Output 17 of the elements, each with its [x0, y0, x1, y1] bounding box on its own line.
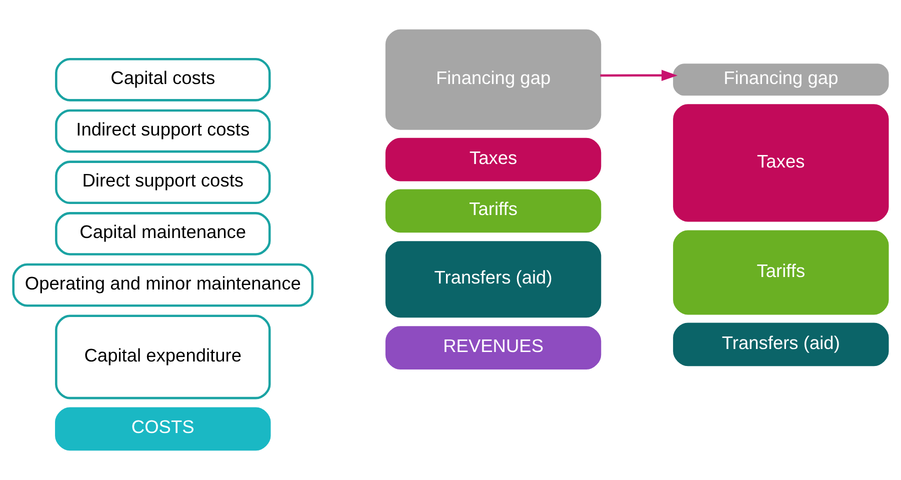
node-box: Capital costs — [55, 58, 271, 102]
node-box: Capital expenditure — [55, 314, 271, 400]
node-box: Tariffs — [673, 230, 889, 315]
node-box: Direct support costs — [55, 160, 271, 204]
node-box: Taxes — [385, 138, 602, 182]
node-box: COSTS — [55, 407, 271, 451]
node-box: Capital maintenance — [55, 212, 271, 256]
node-box: Indirect support costs — [55, 109, 271, 153]
node-box: REVENUES — [385, 326, 602, 370]
node-box: Operating and minor maintenance — [12, 263, 314, 307]
node-box: Transfers (aid) — [673, 322, 889, 366]
node-box: Transfers (aid) — [385, 241, 602, 318]
arrow — [600, 70, 678, 82]
node-box: Tariffs — [385, 189, 602, 233]
node-box: Taxes — [673, 104, 889, 222]
node-box: Financing gap — [385, 29, 602, 130]
node-box: Financing gap — [673, 64, 889, 96]
